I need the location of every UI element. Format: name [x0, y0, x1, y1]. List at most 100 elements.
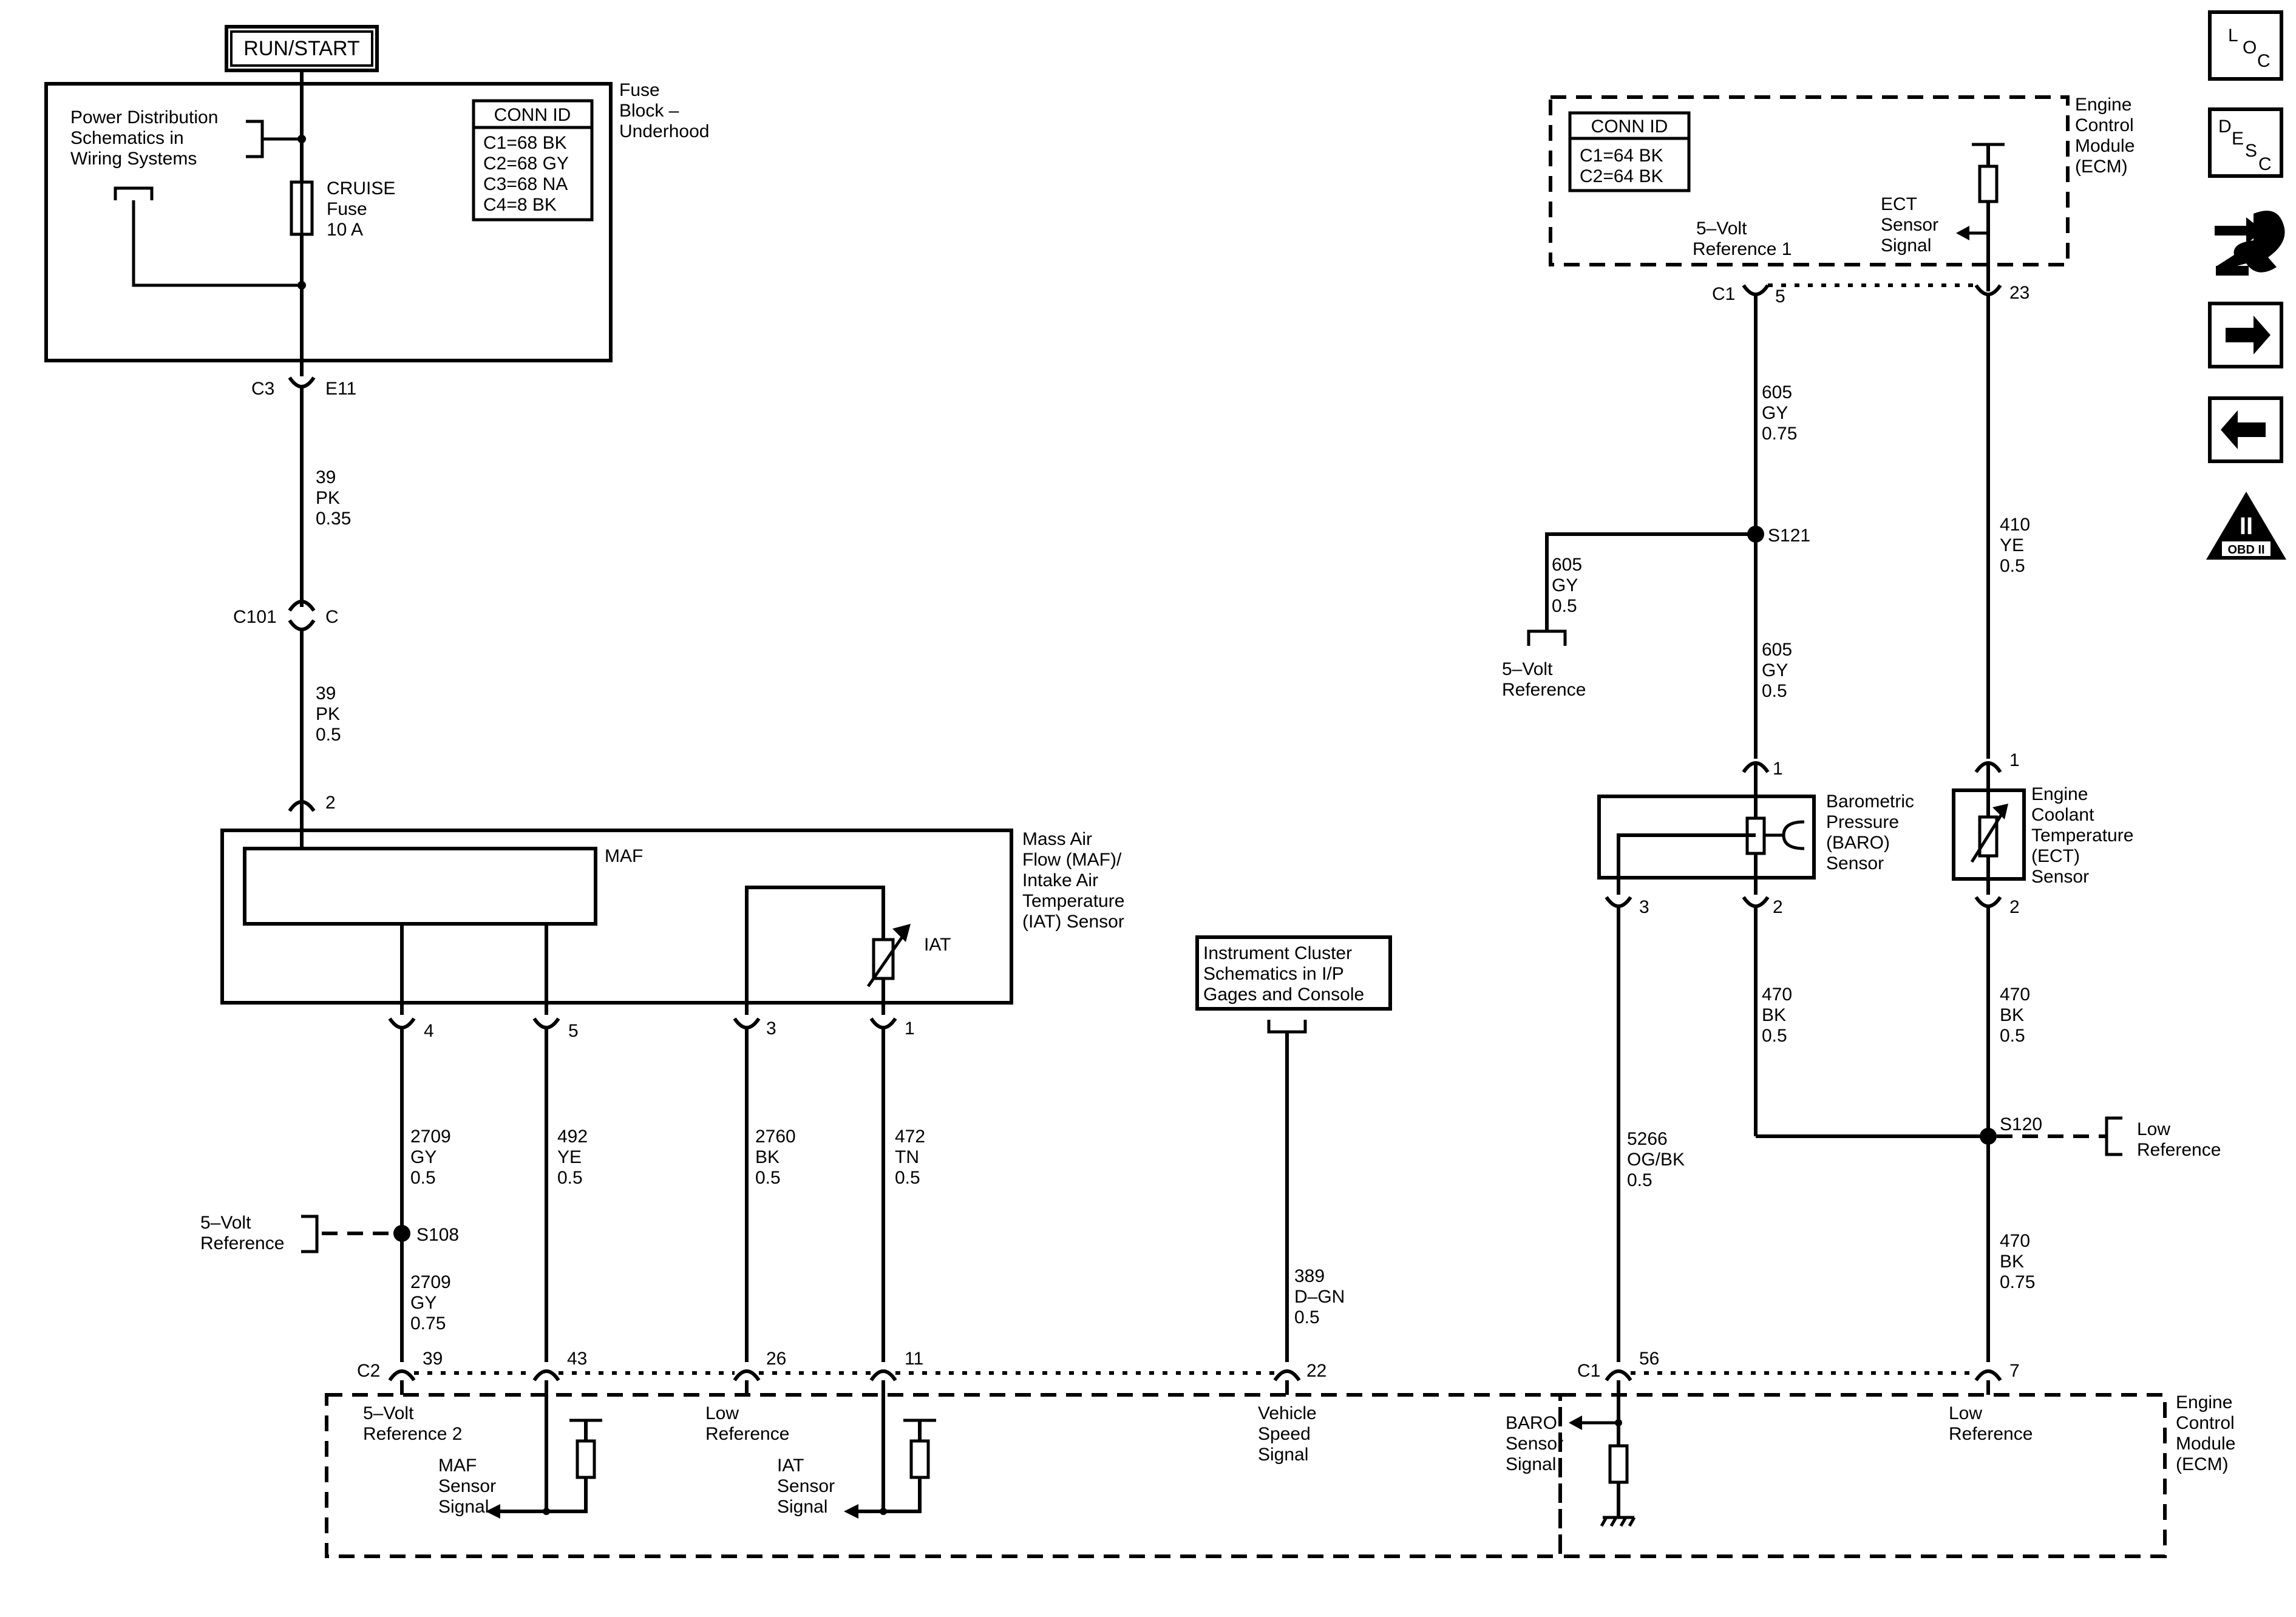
maf-iat-sensor-housing — [220, 829, 1013, 1005]
five-volt-reference-left: 5–Volt Reference — [200, 1213, 319, 1253]
svg-text:E: E — [2232, 129, 2244, 149]
svg-text:PK: PK — [316, 704, 340, 724]
svg-text:Sensor: Sensor — [777, 1476, 835, 1496]
svg-text:Signal: Signal — [777, 1497, 827, 1517]
run-start-label: RUN/START — [243, 37, 359, 60]
svg-text:Engine: Engine — [2075, 95, 2131, 115]
maf-label: MAF — [605, 846, 643, 866]
svg-text:Barometric: Barometric — [1826, 792, 1914, 812]
svg-text:605: 605 — [1552, 555, 1582, 575]
ecm-top-label: Engine Control Module (ECM) — [2075, 95, 2135, 177]
svg-text:389: 389 — [1294, 1266, 1325, 1286]
svg-text:5–Volt: 5–Volt — [200, 1213, 251, 1233]
svg-text:MAF: MAF — [438, 1456, 477, 1476]
desc-icon[interactable]: D E S C — [2208, 107, 2283, 178]
svg-text:0.35: 0.35 — [316, 509, 351, 529]
wire-39-pk-05: 39 PK 0.5 — [316, 683, 341, 745]
svg-text:YE: YE — [2000, 535, 2024, 555]
svg-text:0.5: 0.5 — [1294, 1307, 1320, 1327]
svg-text:Coolant: Coolant — [2031, 805, 2094, 825]
svg-text:C2: C2 — [357, 1361, 380, 1381]
baro-pulldown-resistor — [1608, 1444, 1629, 1484]
svg-text:(BARO): (BARO) — [1826, 833, 1890, 853]
svg-text:Pressure: Pressure — [1826, 812, 1899, 832]
svg-text:Reference 1: Reference 1 — [1693, 239, 1792, 259]
svg-text:C2=64 BK: C2=64 BK — [1580, 166, 1663, 186]
svg-text:2709: 2709 — [410, 1272, 451, 1292]
svg-text:5–Volt: 5–Volt — [1696, 219, 1747, 239]
svg-text:1: 1 — [1773, 759, 1783, 779]
svg-text:OBD II: OBD II — [2227, 543, 2264, 557]
iat-thermistor — [866, 924, 911, 988]
svg-text:YE: YE — [557, 1147, 582, 1167]
svg-text:Sensor: Sensor — [1881, 215, 1938, 235]
svg-text:Engine: Engine — [2176, 1392, 2232, 1412]
ecm-iat-signal-label: IAT Sensor Signal — [777, 1456, 835, 1517]
obd-ii-icon[interactable]: II OBD II — [2206, 492, 2286, 560]
cruise-fuse — [290, 180, 314, 236]
ect-sensor-label: Engine Coolant Temperature (ECT) Sensor — [2031, 784, 2133, 887]
svg-text:605: 605 — [1762, 382, 1792, 402]
fuse-block-conn-id: CONN ID C1=68 BK C2=68 GY C3=68 NA C4=8 … — [472, 99, 594, 222]
connector-c101: C101 C — [233, 600, 339, 631]
svg-text:56: 56 — [1639, 1349, 1659, 1369]
connector-icon[interactable] — [2215, 211, 2285, 276]
fuse-feed-junction — [297, 135, 306, 143]
svg-text:39: 39 — [316, 683, 336, 703]
svg-text:5266: 5266 — [1627, 1129, 1668, 1149]
svg-text:Sensor: Sensor — [2031, 867, 2089, 887]
iat-pullup-resistor — [909, 1439, 930, 1479]
svg-text:5: 5 — [1775, 286, 1785, 307]
svg-text:Low: Low — [1949, 1403, 1982, 1423]
ect-pullup-resistor — [1978, 164, 1999, 203]
svg-text:1: 1 — [2009, 750, 2020, 770]
svg-text:0.75: 0.75 — [1762, 424, 1797, 444]
svg-text:L: L — [2228, 25, 2238, 46]
ground-icon — [1600, 1516, 1636, 1527]
svg-text:0.75: 0.75 — [2000, 1272, 2035, 1292]
svg-text:OG/BK: OG/BK — [1627, 1150, 1685, 1170]
svg-text:GY: GY — [410, 1147, 436, 1167]
svg-text:26: 26 — [766, 1349, 786, 1369]
svg-text:Module: Module — [2075, 136, 2135, 156]
instrument-cluster-reference: Instrument Cluster Schematics in I/P Gag… — [1195, 935, 1392, 1011]
loc-icon[interactable]: L O C — [2208, 10, 2283, 81]
svg-text:Fuse: Fuse — [327, 199, 367, 219]
maf-pin-4: 4 — [388, 1017, 434, 1041]
svg-text:2: 2 — [325, 793, 336, 813]
svg-text:43: 43 — [567, 1349, 587, 1369]
splice-s108 — [393, 1225, 410, 1242]
svg-text:0.5: 0.5 — [410, 1168, 436, 1188]
svg-text:Temperature: Temperature — [2031, 825, 2133, 846]
iat-label: IAT — [924, 935, 951, 955]
svg-text:2760: 2760 — [755, 1127, 796, 1147]
svg-text:ECT: ECT — [1881, 194, 1917, 214]
svg-text:C3=68 NA: C3=68 NA — [483, 174, 568, 194]
back-arrow-icon[interactable] — [2208, 396, 2283, 463]
svg-text:Mass Air: Mass Air — [1022, 829, 1092, 849]
svg-text:BK: BK — [755, 1147, 779, 1167]
svg-text:470: 470 — [2000, 1231, 2030, 1251]
wire-470-bk-075: 470 BK 0.75 — [2000, 1231, 2035, 1292]
svg-text:C1=68 BK: C1=68 BK — [483, 133, 567, 153]
forward-arrow-icon[interactable] — [2208, 302, 2283, 368]
svg-text:Temperature: Temperature — [1022, 891, 1124, 911]
svg-text:Reference: Reference — [1949, 1424, 2033, 1444]
svg-text:C1=64 BK: C1=64 BK — [1580, 146, 1663, 166]
svg-text:TN: TN — [895, 1147, 919, 1167]
connector-c3-e11: C3 E11 — [251, 376, 356, 399]
wire-605-gy-05: 605 GY 0.5 — [1762, 640, 1792, 701]
svg-text:CRUISE: CRUISE — [327, 178, 395, 198]
svg-text:D: D — [2218, 117, 2232, 137]
pds-reference: Power Distribution Schematics in Wiring … — [70, 107, 302, 169]
svg-text:7: 7 — [2009, 1361, 2020, 1381]
svg-text:Vehicle: Vehicle — [1258, 1403, 1317, 1423]
svg-text:C3: C3 — [251, 379, 274, 399]
svg-text:0.5: 0.5 — [2000, 556, 2025, 576]
svg-text:Reference: Reference — [1502, 680, 1586, 700]
svg-text:0.5: 0.5 — [1627, 1170, 1652, 1190]
ecm-bottom-outline-right — [1558, 1393, 2167, 1558]
baro-pin-1: 1 — [1742, 759, 1783, 779]
ecm-vehicle-speed-signal: Vehicle Speed Signal — [1258, 1403, 1317, 1465]
svg-text:Wiring Systems: Wiring Systems — [70, 149, 197, 169]
